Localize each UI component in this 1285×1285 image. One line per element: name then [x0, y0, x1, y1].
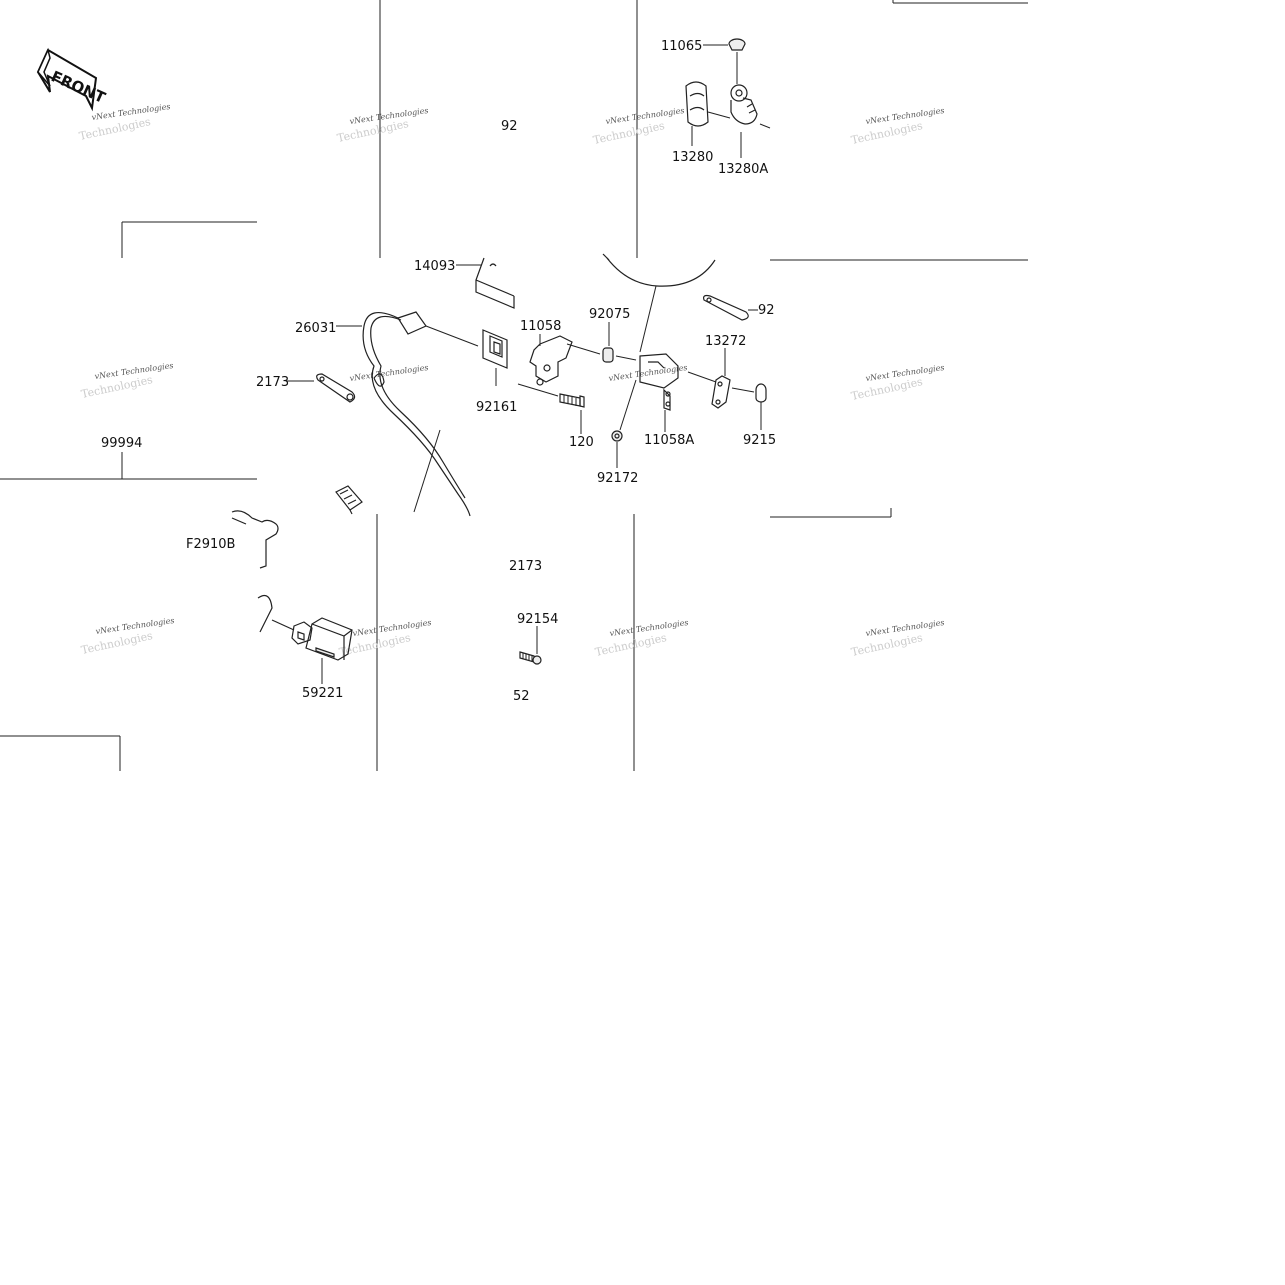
svg-text:Technologies: Technologies	[78, 115, 152, 143]
part-9215-right	[755, 383, 767, 430]
label-92-top: 92	[501, 119, 518, 134]
part-92161	[482, 329, 508, 386]
part-F2910B	[231, 510, 279, 569]
label-92-right: 92	[758, 303, 775, 318]
svg-text:Technologies: Technologies	[594, 631, 668, 659]
label-11058A: 11058A	[644, 433, 694, 448]
label-2173-lower: 2173	[509, 559, 542, 574]
watermark: vNext Technologies vNext Technologies vN…	[78, 102, 945, 659]
label-120: 120	[569, 435, 594, 450]
label-59221: 59221	[302, 686, 343, 701]
svg-text:Technologies: Technologies	[80, 629, 154, 657]
part-11058A	[639, 285, 717, 432]
label-92075: 92075	[589, 307, 630, 322]
front-arrow-icon: FRONT	[36, 47, 109, 112]
label-2173-left: 2173	[256, 375, 289, 390]
part-11065	[703, 38, 746, 84]
part-13272	[711, 348, 755, 409]
label-92161: 92161	[476, 400, 517, 415]
label-92172: 92172	[597, 471, 638, 486]
label-26031: 26031	[295, 321, 336, 336]
label-13272: 13272	[705, 334, 746, 349]
svg-text:vNext Technologies: vNext Technologies	[349, 363, 429, 383]
label-99994: 99994	[101, 436, 142, 451]
part-13280A	[707, 84, 771, 158]
label-F2910B: F2910B	[186, 537, 235, 552]
label-9215-right: 9215	[743, 433, 776, 448]
part-2173-left	[286, 373, 356, 403]
svg-text:Technologies: Technologies	[850, 631, 924, 659]
wire-harness-upper	[606, 257, 716, 287]
part-13280	[685, 81, 709, 146]
label-52: 52	[513, 689, 530, 704]
label-92154: 92154	[517, 612, 558, 627]
part-92154	[519, 626, 542, 665]
part-26031	[336, 311, 479, 517]
part-120	[517, 383, 585, 434]
label-13280A: 13280A	[718, 162, 768, 177]
label-13280: 13280	[672, 150, 713, 165]
part-92-right	[703, 294, 758, 321]
part-92172	[611, 379, 637, 468]
label-11058: 11058	[520, 319, 561, 334]
connector	[335, 485, 363, 515]
svg-text:Technologies: Technologies	[850, 119, 924, 147]
tile-borders	[0, 0, 1028, 771]
part-59221	[257, 595, 353, 684]
part-14093	[456, 257, 515, 309]
label-14093: 14093	[414, 259, 455, 274]
svg-text:Technologies: Technologies	[592, 119, 666, 147]
part-11058	[529, 334, 601, 386]
part-92075	[602, 322, 637, 363]
label-11065: 11065	[661, 39, 702, 54]
